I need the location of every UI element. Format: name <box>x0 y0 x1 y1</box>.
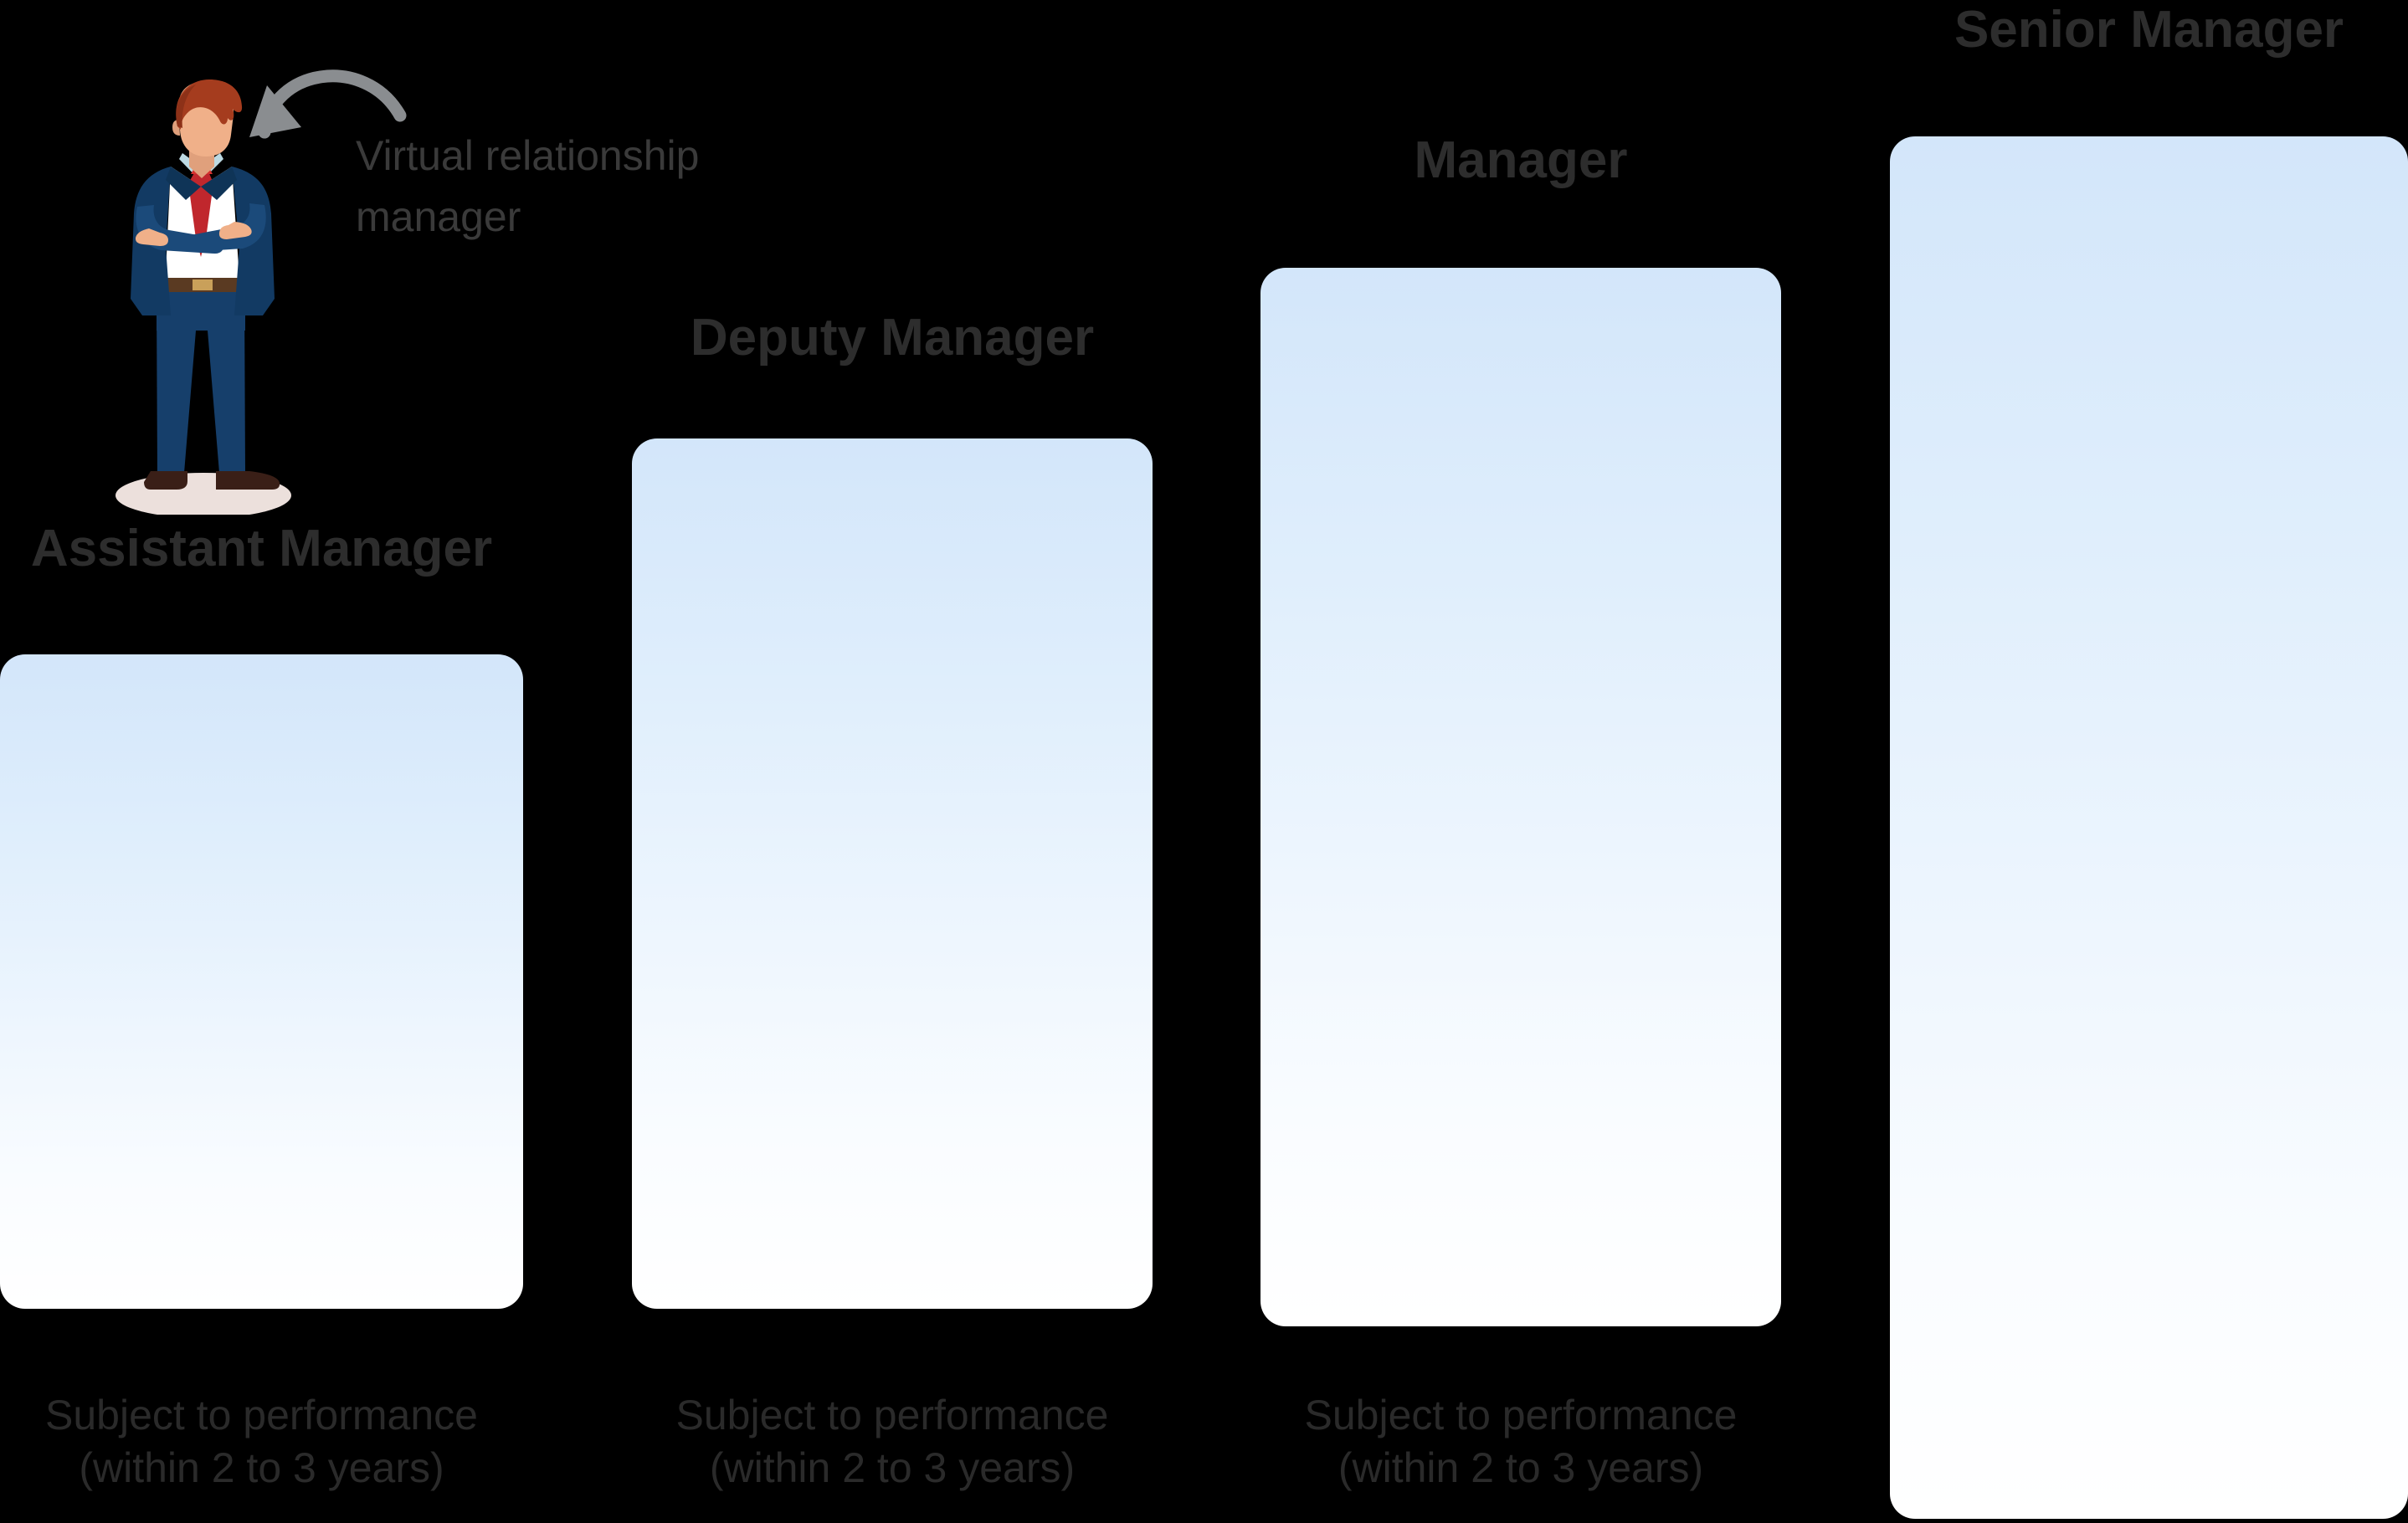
caption-line-1: Subject to performance <box>675 1392 1109 1438</box>
bar-caption-manager: Subject to performance (within 2 to 3 ye… <box>1260 1389 1781 1495</box>
character-right-leg <box>208 295 245 473</box>
bar-caption-deputy-manager: Subject to performance (within 2 to 3 ye… <box>632 1389 1153 1495</box>
bar-label-manager: Manager <box>1414 131 1628 189</box>
caption-line-2: (within 2 to 3 years) <box>79 1444 444 1491</box>
bar-label-deputy-manager: Deputy Manager <box>690 309 1095 367</box>
character-lapel-right <box>201 167 237 200</box>
bar-assistant-manager[interactable] <box>0 654 523 1309</box>
caption-line-2: (within 2 to 3 years) <box>1337 1444 1704 1491</box>
bar-label-senior-manager: Senior Manager <box>1954 1 2344 59</box>
bar-deputy-manager[interactable] <box>632 438 1153 1309</box>
businessman-illustration <box>116 79 291 515</box>
character-tie <box>188 172 213 257</box>
bar-senior-manager[interactable] <box>1890 136 2408 1519</box>
character-left-leg <box>157 295 196 473</box>
character-hand-left <box>135 228 168 246</box>
annotation-line-1: Virtual relationship <box>356 132 700 179</box>
character-hair-shadow <box>176 85 196 128</box>
curved-arrow-left-icon <box>249 69 407 139</box>
character-right-shoe <box>216 471 280 490</box>
caption-line-1: Subject to performance <box>1304 1392 1738 1438</box>
character-left-shoe <box>144 471 187 490</box>
caption-line-1: Subject to performance <box>45 1392 478 1438</box>
annotation-virtual-relationship-manager: Virtual relationship manager <box>356 126 791 247</box>
annotation-line-2: manager <box>356 192 521 240</box>
character-hair <box>176 79 243 130</box>
character-lapel-left <box>166 167 201 200</box>
character-hand-right <box>218 222 252 239</box>
bar-label-assistant-manager: Assistant Manager <box>30 520 493 577</box>
caption-line-2: (within 2 to 3 years) <box>709 1444 1076 1491</box>
bar-manager[interactable] <box>1260 268 1781 1326</box>
character-belt-buckle <box>193 279 213 290</box>
bar-caption-assistant-manager: Subject to performance (within 2 to 3 ye… <box>0 1389 523 1495</box>
